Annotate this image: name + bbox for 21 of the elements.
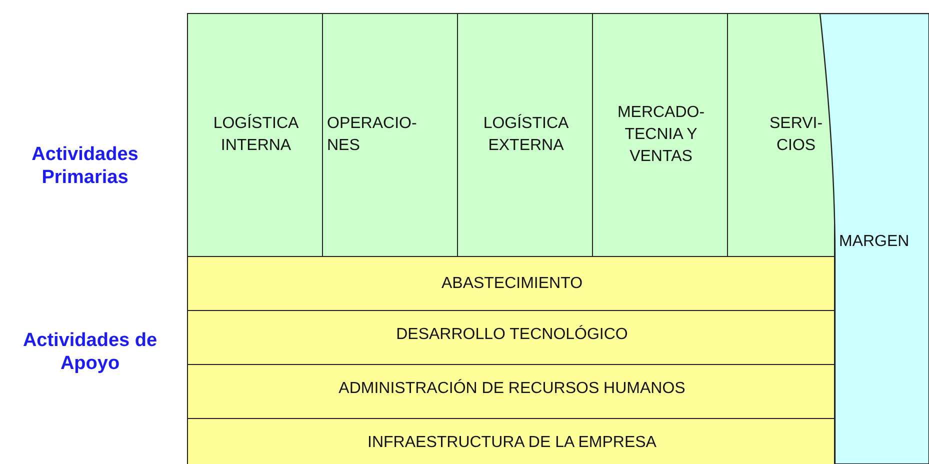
support-activity-band <box>187 418 835 464</box>
primary-activity-box <box>592 13 728 257</box>
activity-label: ABASTECIMIENTO <box>440 274 584 294</box>
activity-label: MERCADO- TECNIA Y VENTAS <box>616 103 706 167</box>
activity-label: SERVI- CIOS <box>768 114 824 156</box>
section-heading: Actividades de Apoyo <box>22 329 158 375</box>
primary-activity-box <box>727 13 835 257</box>
section-heading: Actividades Primarias <box>30 143 140 189</box>
activity-label: ADMINISTRACIÓN DE RECURSOS HUMANOS <box>338 378 686 399</box>
activity-label: DESARROLLO TECNOLÓGICO <box>395 324 629 345</box>
activity-label: LOGÍSTICA INTERNA <box>212 113 300 156</box>
support-activity-band <box>187 364 835 419</box>
activity-label: MARGEN <box>839 232 910 252</box>
primary-activity-box <box>322 13 458 257</box>
primary-activity-box <box>457 13 593 257</box>
activity-label: INFRAESTRUCTURA DE LA EMPRESA <box>366 433 658 453</box>
activity-label: OPERACIO- NES <box>327 114 418 156</box>
support-activity-band <box>187 310 835 365</box>
primary-activity-box <box>187 13 323 257</box>
support-activity-band <box>187 256 835 311</box>
activity-label: LOGÍSTICA EXTERNA <box>482 113 570 156</box>
